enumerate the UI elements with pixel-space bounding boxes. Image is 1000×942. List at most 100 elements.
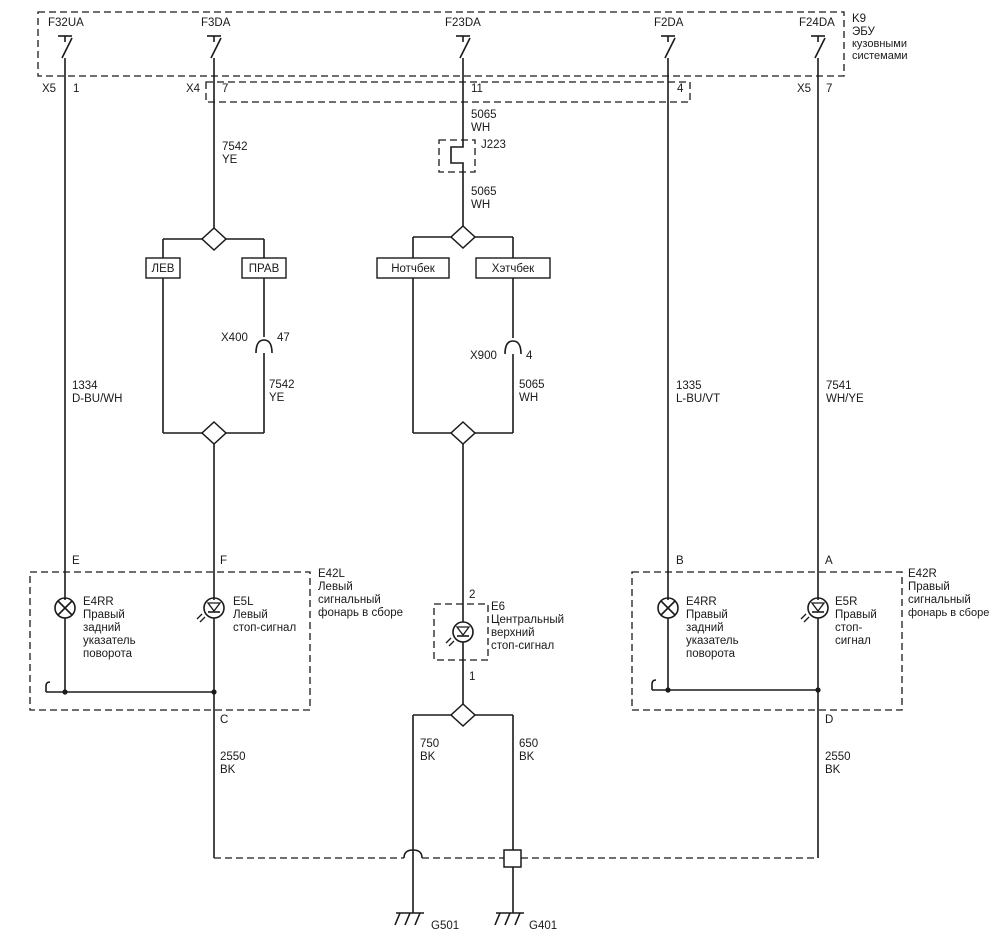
ecu-name-line-3: системами	[852, 50, 908, 62]
left-turn-bulb-line-4: поворота	[83, 648, 133, 660]
led-bulb-icon	[196, 597, 225, 623]
switch-icon	[456, 35, 471, 66]
right-stop-bulb-line-3: сигнал	[835, 635, 871, 647]
left-turn-bulb-line-3: указатель	[83, 635, 136, 647]
wire-7542-bottom-number: 7542	[269, 379, 295, 391]
left-lamp-pin-c: C	[220, 714, 228, 726]
option-prav: ПРАВ	[249, 263, 280, 275]
center-lamp-line-1: Центральный	[491, 614, 564, 626]
option-notchback: Нотчбек	[391, 263, 436, 275]
left-turn-bulb-line-1: Правый	[83, 609, 125, 621]
junction-dot	[62, 689, 68, 695]
left-lamp-name-line-3: фонарь в сборе	[318, 607, 403, 619]
ecu-connector-x4-outline	[205, 81, 691, 103]
option-hatchback: Хэтчбек	[492, 263, 535, 275]
pin-f32ua: 1	[73, 83, 79, 95]
wire-crossover-icon	[403, 849, 423, 859]
ground-g401-label: G401	[529, 920, 557, 932]
connector-x5-left: X5	[42, 83, 56, 95]
connector-x4: X4	[186, 83, 201, 95]
inline-connector-x900-icon	[504, 340, 522, 355]
ground-g401: G401	[494, 912, 557, 932]
wire-750-color: BK	[420, 751, 436, 763]
ecu-module: K9 ЭБУ кузовными системами F32UA F3DA F2…	[37, 11, 908, 103]
ground-bus	[214, 849, 818, 868]
turn-bulb-icon	[54, 597, 76, 619]
splice-node	[449, 702, 477, 728]
right-lamp-assembly: B A E42R Правый сигнальный фонарь в сбор…	[631, 555, 989, 858]
center-lamp: 2 E6 Центральный верхний стоп-сигнал 1 7…	[412, 589, 564, 913]
fuse-label-f2da: F2DA	[654, 17, 684, 29]
wire-2550-left-color: BK	[220, 764, 236, 776]
left-lamp-assembly: E F E42L Левый сигнальный фонарь в сборе…	[29, 555, 403, 858]
right-lamp-pin-d: D	[825, 714, 833, 726]
switch-icon	[661, 35, 676, 66]
wire-5065-b-color: WH	[471, 199, 490, 211]
wire-5065-a-color: WH	[471, 122, 490, 134]
jumper-j223-icon	[450, 140, 464, 172]
ecu-name-line-1: ЭБУ	[852, 26, 876, 38]
splice-node	[449, 224, 477, 250]
left-lamp-name-line-2: сигнальный	[318, 594, 381, 606]
pin-f24da: 7	[826, 83, 832, 95]
wire-5065-b-number: 5065	[471, 186, 497, 198]
center-lamp-line-2: верхний	[491, 627, 535, 639]
led-bulb-icon	[800, 597, 829, 623]
connector-x400-pin: 47	[277, 332, 290, 344]
junction-dot	[665, 687, 671, 693]
switch-icon	[207, 35, 222, 66]
circuit-7542: 7542 YE ЛЕВ ПРАВ X400 47 7542 YE	[145, 66, 295, 600]
right-turn-bulb-ref: E4RR	[686, 596, 717, 608]
splice-node	[200, 226, 228, 252]
wire-5065-c-number: 5065	[519, 379, 545, 391]
right-stop-bulb-ref: E5R	[835, 596, 857, 608]
jumper-j223-outline	[438, 139, 476, 173]
center-lamp-ref: E6	[491, 601, 505, 613]
circuit-5065: 5065 WH J223 5065 WH Нотчбек Хэтчбек X90…	[376, 66, 551, 612]
left-lamp-ref: E42L	[318, 568, 345, 580]
left-turn-bulb-line-2: задний	[83, 622, 121, 634]
left-lamp-outline	[29, 571, 311, 711]
led-bulb-icon	[445, 621, 474, 647]
ground-icon	[394, 912, 424, 926]
wire-1334-number: 1334	[72, 380, 98, 392]
wire-7542-top-number: 7542	[222, 141, 248, 153]
left-lamp-name-line-1: Левый	[318, 581, 353, 593]
ground-g501: G501	[394, 912, 459, 932]
wire-5065-a-number: 5065	[471, 109, 497, 121]
wire-650-number: 650	[519, 738, 538, 750]
right-turn-bulb-line-1: Правый	[686, 609, 728, 621]
right-turn-bulb-line-2: задний	[686, 622, 724, 634]
switch-icon	[811, 35, 826, 66]
wire-1335-color: L-BU/VT	[676, 393, 720, 405]
inline-connector-x400-icon	[255, 339, 273, 354]
right-lamp-outline	[631, 571, 903, 711]
ground-g501-label: G501	[431, 920, 459, 932]
left-stop-bulb-ref: E5L	[233, 596, 254, 608]
wire-2550-left-number: 2550	[220, 751, 246, 763]
wire-650-color: BK	[519, 751, 535, 763]
left-stop-bulb-line-1: Левый	[233, 609, 268, 621]
wire-1335-number: 1335	[676, 380, 702, 392]
ecu-ref: K9	[852, 13, 866, 25]
wire-7542-bottom-color: YE	[269, 392, 285, 404]
right-lamp-name-line-1: Правый	[908, 581, 950, 593]
splice-node	[449, 420, 477, 446]
switch-icon	[58, 35, 73, 66]
connector-x400-name: X400	[221, 332, 248, 344]
center-lamp-line-3: стоп-сигнал	[491, 640, 554, 652]
option-lev: ЛЕВ	[152, 263, 175, 275]
right-turn-bulb-line-4: поворота	[686, 648, 736, 660]
left-stop-bulb-line-2: стоп-сигнал	[233, 622, 296, 634]
wire-2550-right-color: BK	[825, 764, 841, 776]
ground-hook-icon	[651, 679, 657, 690]
left-turn-bulb-ref: E4RR	[83, 596, 114, 608]
fuse-label-f24da: F24DA	[799, 17, 835, 29]
right-lamp-name-line-3: фонарь в сборе	[908, 607, 989, 619]
connector-x5-right: X5	[797, 83, 811, 95]
left-lamp-pin-e: E	[72, 555, 80, 567]
right-stop-bulb-line-2: стоп-	[835, 622, 863, 634]
connector-x900-name: X900	[470, 350, 497, 362]
wire-1334-color: D-BU/WH	[72, 393, 122, 405]
